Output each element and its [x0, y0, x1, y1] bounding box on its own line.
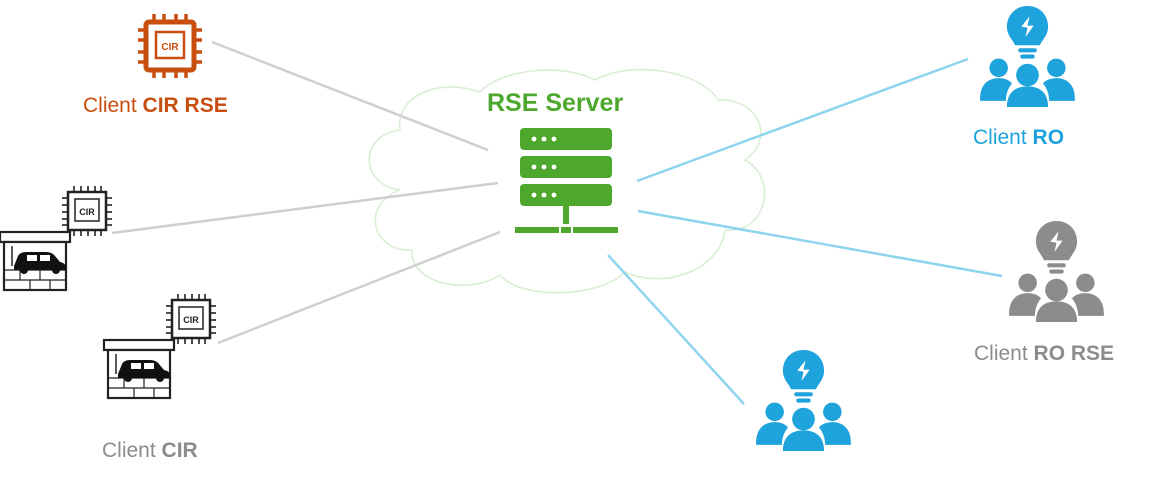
car-icon-2 — [118, 360, 170, 382]
chip-label-cir-2: CIR — [183, 315, 199, 325]
link-cir-garage-2 — [217, 230, 501, 345]
garage-car-icon-1: CIR — [0, 186, 112, 292]
people-lightbulb-icon-ro-extra — [756, 350, 851, 451]
label-prefix: Client — [973, 126, 1027, 149]
microchip-icon-cir-1: CIR — [62, 186, 112, 236]
server-title: RSE Server — [487, 89, 624, 117]
server-rack-icon — [515, 128, 618, 233]
label-client-cir: Client CIR — [102, 439, 198, 463]
link-cir-rse — [211, 40, 489, 152]
label-name: RO RSE — [1033, 342, 1115, 365]
link-ro-extra — [607, 254, 745, 405]
microchip-icon-cir-2: CIR — [166, 294, 216, 344]
label-name: RO — [1032, 126, 1065, 149]
people-lightbulb-icon-ro — [980, 6, 1075, 108]
link-ro-rse — [637, 209, 1003, 278]
chip-label-cir-rse: CIR — [161, 42, 179, 53]
people-lightbulb-icon-ro-rse — [1009, 221, 1104, 322]
cloud-shape — [368, 68, 766, 294]
label-name: CIR RSE — [142, 94, 228, 117]
chip-label-cir-1: CIR — [79, 207, 95, 217]
label-client-cir-rse: Client CIR RSE — [83, 94, 228, 118]
label-client-ro-rse: Client RO RSE — [974, 342, 1114, 366]
microchip-icon-cir-rse: CIR — [138, 14, 202, 78]
garage-car-icon-2: CIR — [102, 294, 216, 400]
link-ro — [636, 57, 969, 183]
label-client-ro: Client RO — [973, 126, 1064, 150]
label-prefix: Client — [83, 94, 137, 117]
label-prefix: Client — [974, 342, 1028, 365]
car-icon-1 — [14, 252, 66, 274]
label-name: CIR — [161, 439, 198, 462]
link-cir-garage-1 — [111, 181, 499, 235]
label-prefix: Client — [102, 439, 156, 462]
